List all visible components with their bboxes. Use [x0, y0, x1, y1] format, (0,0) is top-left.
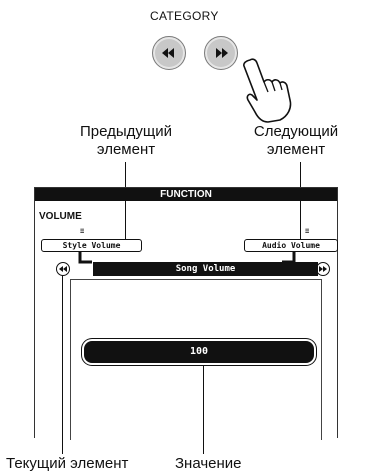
prev-item-marker: ≡: [80, 227, 85, 235]
previous-item-callout: Предыдущий элемент: [56, 123, 196, 159]
lcd-screen: [34, 187, 338, 438]
next-item-callout-line1: Следующий: [253, 123, 339, 140]
previous-item-leader-line: [125, 162, 126, 240]
current-item-callout: Текущий элемент: [6, 455, 129, 472]
next-item-leader-line: [300, 162, 301, 240]
fast-forward-icon: [216, 48, 228, 58]
category-next-button[interactable]: [204, 36, 238, 70]
pointing-hand-icon: [243, 58, 292, 123]
screen-title-bar: FUNCTION: [35, 188, 337, 201]
current-item-bar: Song Volume: [93, 262, 318, 276]
next-item-callout-line2: элемент: [266, 141, 326, 158]
function-group-label: VOLUME: [39, 211, 82, 222]
next-item-marker: ≡: [305, 227, 310, 235]
screen-next-arrow-icon: [316, 262, 330, 276]
screen-prev-arrow-icon: [56, 262, 70, 276]
value-display: 100: [84, 341, 314, 363]
previous-item-callout-line2: элемент: [96, 141, 156, 158]
value-callout: Значение: [175, 455, 242, 472]
next-item-callout: Следующий элемент: [226, 123, 366, 159]
value-panel: [70, 279, 322, 440]
previous-item-box: Style Volume: [41, 239, 142, 252]
category-label: CATEGORY: [150, 9, 219, 23]
screen-title: FUNCTION: [160, 189, 212, 200]
current-item-leader-line: [62, 271, 63, 454]
category-prev-button[interactable]: [152, 36, 186, 70]
rewind-icon: [162, 48, 174, 58]
value-leader-line: [203, 363, 204, 454]
next-item-box: Audio Volume: [244, 239, 338, 252]
previous-item-callout-line1: Предыдущий: [79, 123, 173, 140]
